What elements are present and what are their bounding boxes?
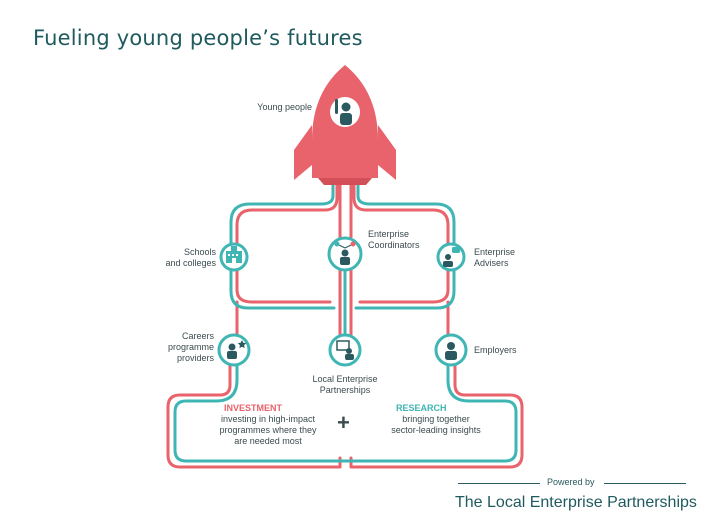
red-pipes	[166, 183, 524, 469]
powered-by-label: Powered by	[547, 477, 595, 487]
page-title: Fueling young people’s futures	[33, 26, 363, 50]
label-schools: Schools and colleges	[165, 247, 216, 268]
label-enterprise-advisers: Enterprise Advisers	[474, 247, 516, 268]
label-young-people: Young people	[257, 102, 312, 112]
rocket-icon	[294, 65, 396, 185]
label-enterprise-coordinators: Enterprise Coordinators	[368, 229, 420, 250]
schools-node	[219, 242, 249, 272]
investment-block: INVESTMENT investing in high-impact prog…	[212, 403, 324, 447]
employers-node	[434, 333, 468, 367]
plus-sign: +	[337, 410, 350, 435]
label-employers: Employers	[474, 345, 517, 355]
presenter-icon	[336, 340, 354, 360]
investment-heading: INVESTMENT	[224, 403, 283, 413]
adviser-chat-icon	[443, 247, 460, 267]
powered-divider-left	[458, 483, 540, 484]
careers-node	[217, 333, 251, 367]
brand-name: The Local Enterprise Partnerships	[455, 494, 697, 511]
lep-node	[328, 333, 362, 367]
employer-icon	[445, 342, 457, 360]
person-star-icon	[227, 340, 247, 359]
powered-divider-right	[604, 483, 686, 484]
label-careers: Careers programme providers	[167, 331, 214, 363]
label-lep: Local Enterprise Partnerships	[312, 374, 378, 395]
research-text: bringing together sector-leading insight…	[391, 414, 481, 435]
network-person-icon	[334, 241, 356, 265]
advisers-node	[436, 242, 466, 272]
teal-pipes	[173, 183, 518, 463]
research-heading: RESEARCH	[396, 403, 447, 413]
person-raising-hand-icon	[335, 99, 352, 125]
coordinators-node	[327, 236, 363, 272]
investment-text: investing in high-impact programmes wher…	[219, 414, 317, 446]
research-block: RESEARCH bringing together sector-leadin…	[380, 403, 492, 436]
